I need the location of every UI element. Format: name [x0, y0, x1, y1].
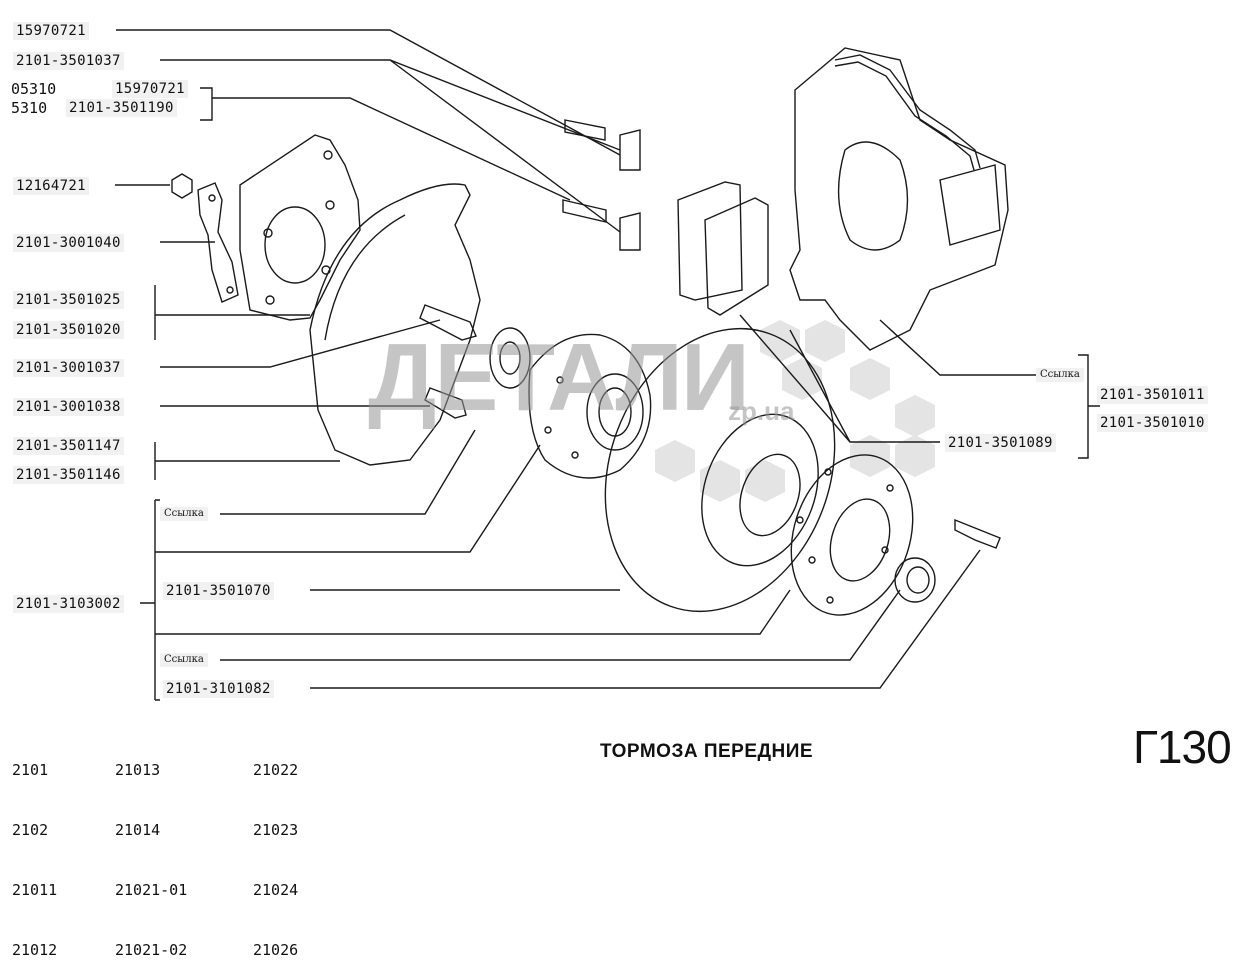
part-label[interactable]: 2101-3501070	[163, 582, 274, 600]
part-label[interactable]: 2101-3501146	[13, 466, 124, 484]
leader-7-8	[154, 285, 310, 340]
exploded-diagram	[115, 29, 1100, 701]
leader-ref1	[220, 429, 476, 515]
part-label[interactable]: 2101-3501037	[13, 52, 124, 70]
grease-nipple	[954, 518, 1001, 549]
brake-pad-1	[677, 181, 743, 301]
model-item: 2101	[12, 761, 49, 779]
part-label[interactable]: 2101-3501020	[13, 321, 124, 339]
splash-shield	[309, 183, 481, 466]
leader-ref2	[220, 589, 901, 661]
brake-pad-2	[704, 197, 769, 316]
part-label[interactable]: 12164721	[13, 177, 89, 195]
leader-3	[200, 87, 571, 201]
model-item: 21024	[253, 881, 299, 899]
model-item: 21021-01	[115, 881, 188, 899]
reference-link[interactable]: Ссылка	[160, 653, 208, 667]
leader-15	[310, 549, 981, 689]
part-label[interactable]: 15970721	[112, 80, 188, 98]
spacer-plate	[197, 182, 239, 303]
part-label[interactable]: 2101-3001040	[13, 234, 124, 252]
model-item: 21011	[12, 881, 58, 899]
part-label[interactable]: 2101-3001038	[13, 398, 124, 416]
model-item: 21012	[12, 941, 58, 959]
model-item: 21026	[253, 941, 299, 959]
model-column-1: 2101 2102 21011 21012	[12, 720, 57, 980]
watermark-text: ДЕТАЛИ	[368, 324, 750, 431]
part-qty-label: 5310	[11, 99, 48, 117]
leader-13-bracket	[140, 499, 160, 701]
leader-ref3	[879, 319, 1040, 376]
bracket-bore	[264, 206, 326, 284]
page-title: ТОРМОЗА ПЕРЕДНИЕ	[600, 741, 814, 762]
mount-bracket	[239, 134, 361, 321]
lock-plate-2	[619, 212, 641, 251]
reference-link[interactable]: Ссылка	[1036, 368, 1084, 382]
watermark-suffix: zp.ua	[728, 396, 795, 426]
part-label[interactable]: 2101-3101082	[163, 680, 274, 698]
outer-bearing	[894, 557, 936, 603]
hub	[528, 333, 652, 479]
bolt-1	[419, 304, 477, 341]
watermark-hexagons	[655, 320, 935, 502]
lock-plate-1	[619, 129, 641, 171]
leader-2	[160, 59, 621, 233]
caliper	[789, 47, 1009, 351]
leader-1	[116, 29, 621, 156]
part-label[interactable]: 2101-3501190	[66, 99, 177, 117]
nut	[171, 173, 193, 199]
leader-18	[739, 314, 940, 443]
part-label[interactable]: 2101-3001037	[13, 359, 124, 377]
part-label[interactable]: 2101-3501089	[945, 434, 1056, 452]
brake-tube	[834, 54, 981, 169]
inner-bearing	[489, 327, 531, 389]
hub-flange	[790, 454, 914, 616]
part-label[interactable]: 2101-3501011	[1097, 386, 1208, 404]
bolt-2	[424, 387, 467, 419]
leader-ref1b	[155, 444, 541, 553]
leader-9	[160, 319, 441, 368]
part-label[interactable]: 2101-3501025	[13, 291, 124, 309]
model-item: 21013	[115, 761, 161, 779]
leader-16-17	[1078, 354, 1100, 459]
brake-disc	[604, 327, 836, 613]
model-column-3: 21022 21023 21024 21026	[253, 720, 298, 980]
model-item: 21022	[253, 761, 299, 779]
reference-link[interactable]: Ссылка	[160, 507, 208, 521]
part-label[interactable]: 2101-3501147	[13, 437, 124, 455]
leader-c	[155, 589, 791, 635]
part-label[interactable]: 15970721	[13, 22, 89, 40]
part-label[interactable]: 2101-3501010	[1097, 414, 1208, 432]
leader-11-12	[154, 442, 340, 480]
part-qty-label: 05310	[11, 80, 57, 98]
model-item: 21014	[115, 821, 161, 839]
model-column-2: 21013 21014 21021-01 21021-02	[115, 720, 187, 980]
caliper-bolt-1	[564, 119, 606, 141]
model-item: 2102	[12, 821, 49, 839]
page-code: Г130	[1133, 721, 1232, 773]
caliper-bolt-2	[562, 199, 607, 223]
model-item: 21023	[253, 821, 299, 839]
model-item: 21021-02	[115, 941, 188, 959]
part-label[interactable]: 2101-3103002	[13, 595, 124, 613]
